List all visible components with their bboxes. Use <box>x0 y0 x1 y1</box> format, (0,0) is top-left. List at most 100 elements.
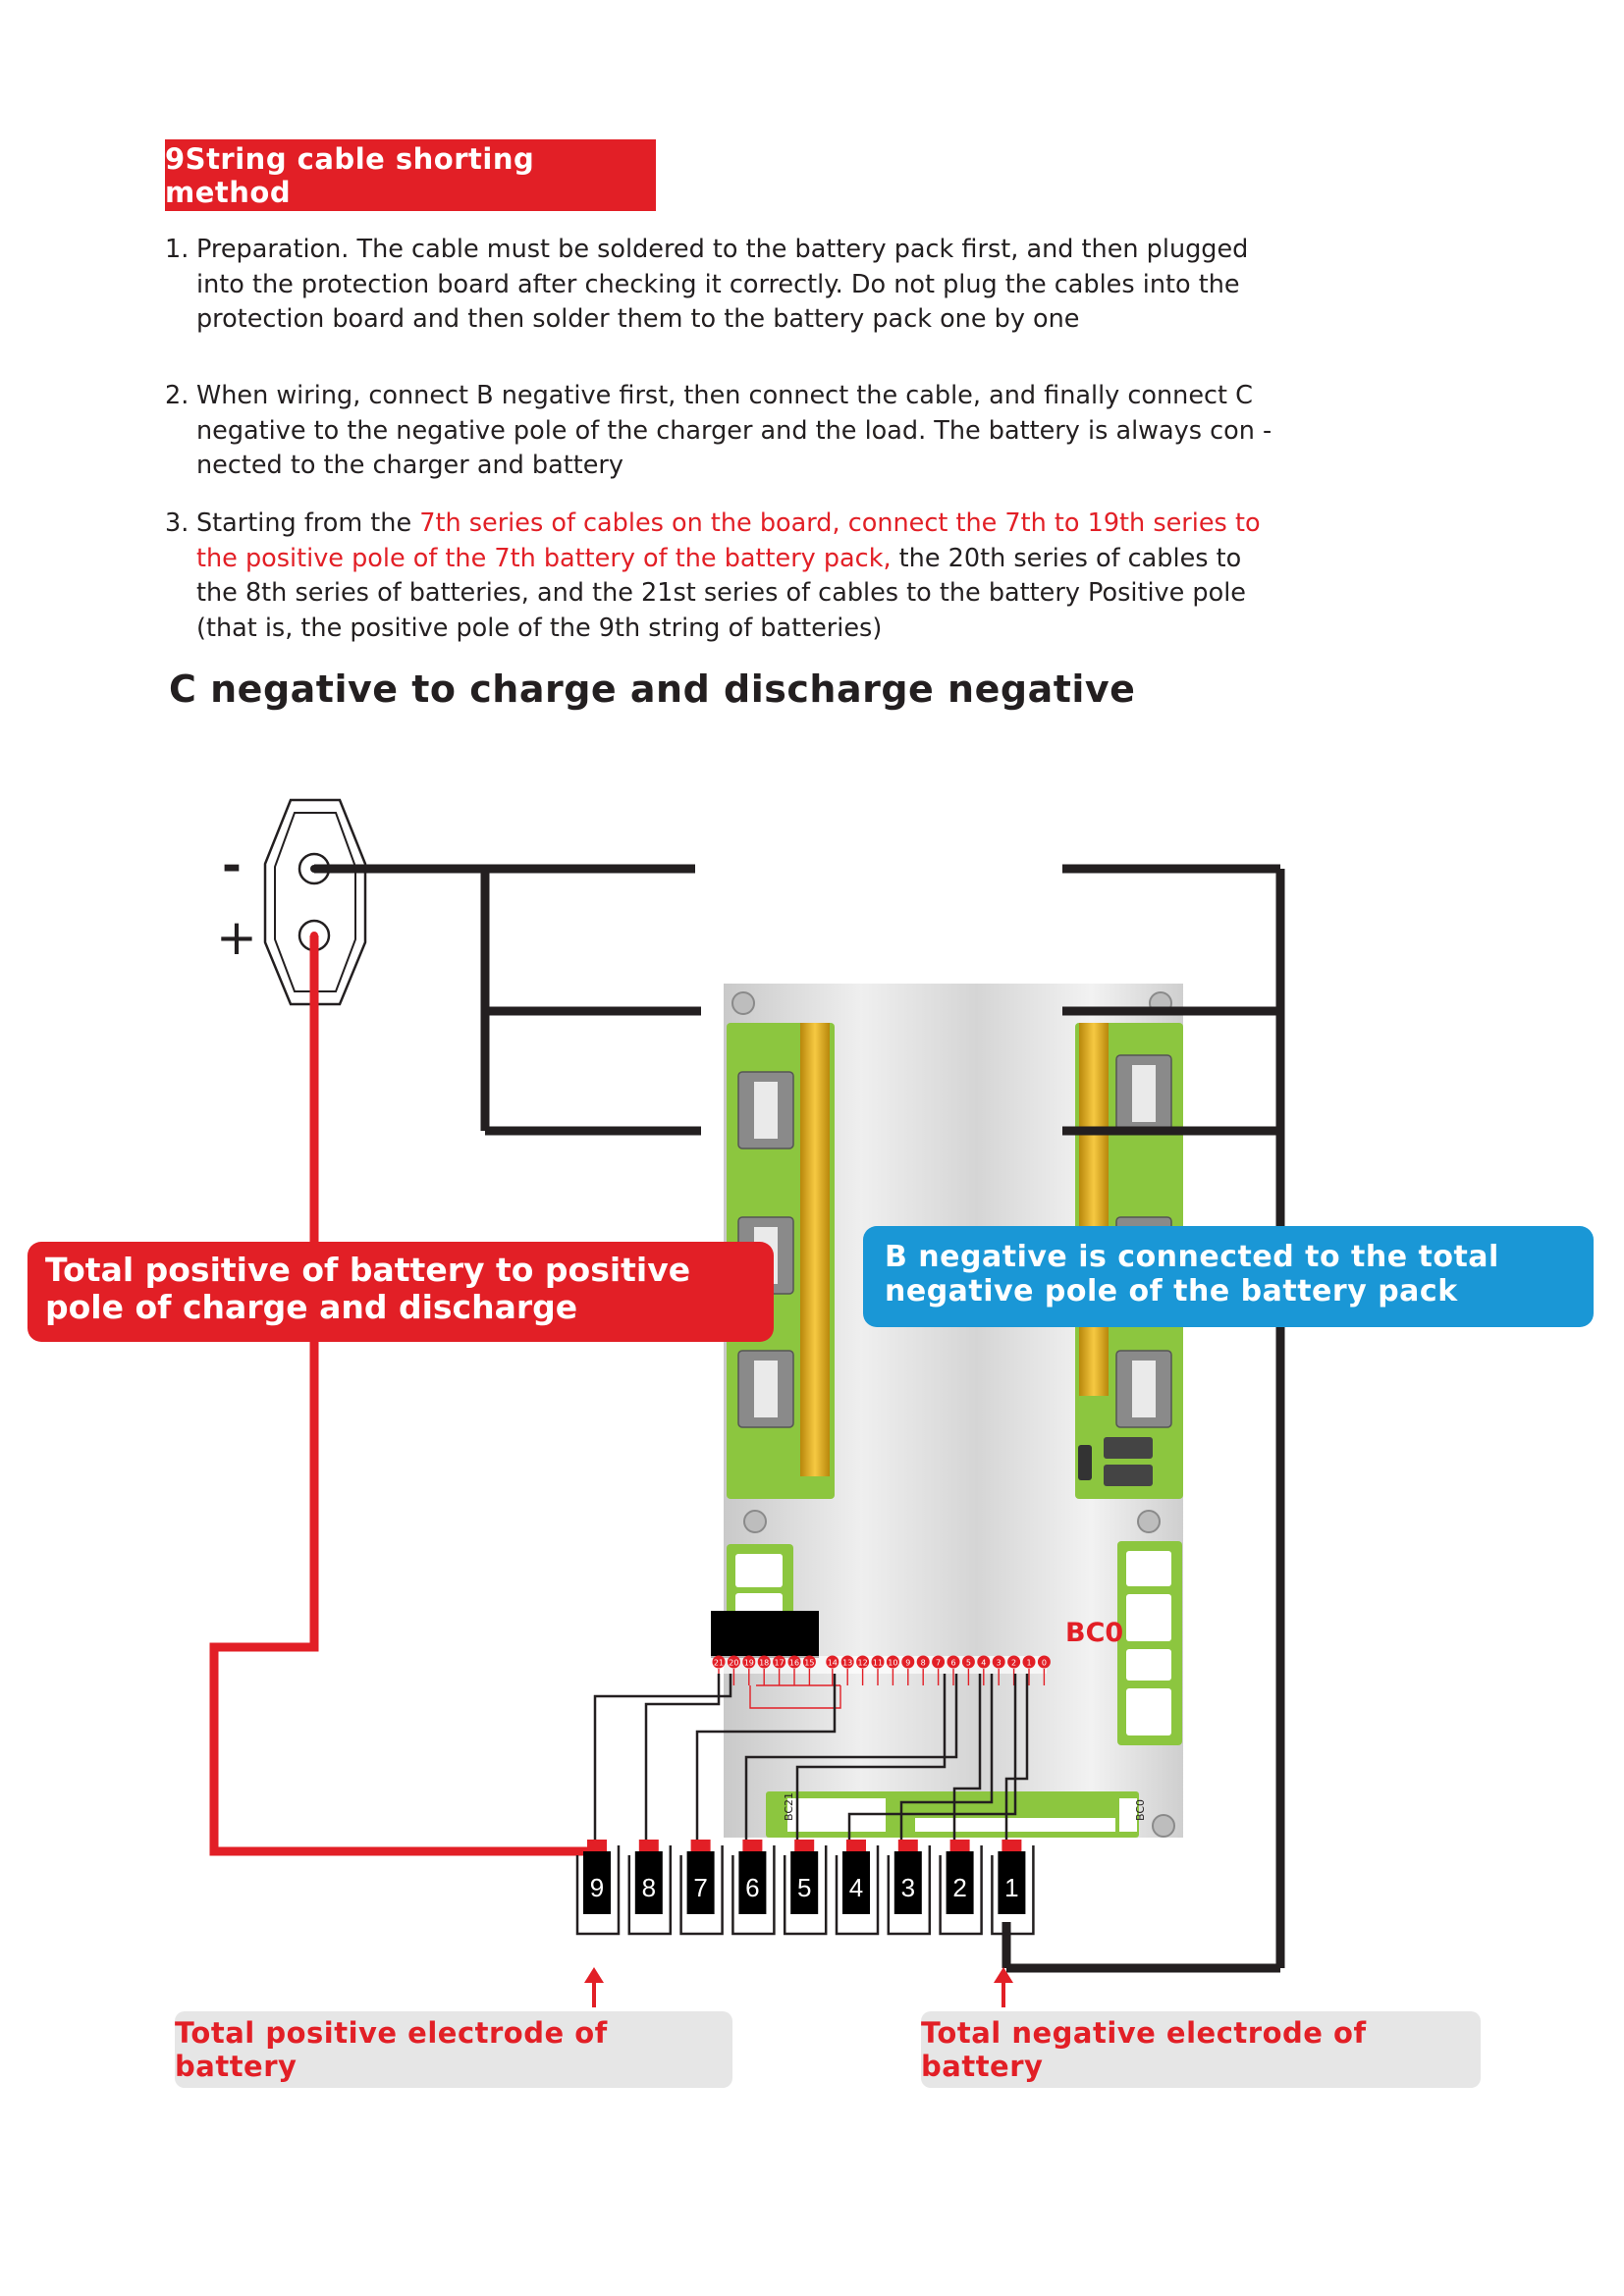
plus-sign: + <box>216 909 257 966</box>
battery-terminal-number: 8 <box>641 1873 657 1902</box>
pin-label: 0 <box>1042 1659 1047 1668</box>
pin-marker <box>826 1655 839 1669</box>
pin-label: 14 <box>828 1659 838 1668</box>
step-number: 2. <box>165 381 189 410</box>
battery-terminal-number: 3 <box>900 1873 916 1902</box>
step-text-pre: Starting from the <box>196 508 420 538</box>
pin-marker <box>871 1655 885 1669</box>
battery-terminal <box>738 1851 767 1914</box>
terminal-loop <box>887 1845 932 1936</box>
terminal-loop <box>575 1845 621 1936</box>
pin-label: 17 <box>775 1659 785 1668</box>
battery-terminal <box>842 1851 870 1914</box>
battery-terminal-number: 2 <box>952 1873 967 1902</box>
bc21-mark: BC21 <box>783 1792 795 1821</box>
pin-label: 8 <box>921 1659 926 1668</box>
battery-terminal <box>946 1851 974 1914</box>
pin-label: 19 <box>744 1659 754 1668</box>
pin-label: 16 <box>789 1659 799 1668</box>
terminal-loops <box>575 1845 1035 1936</box>
pin-marker <box>773 1655 786 1669</box>
pin-label: 13 <box>842 1659 852 1668</box>
pin-marker <box>947 1655 960 1669</box>
terminal-loop <box>835 1845 880 1936</box>
step-2: 2. When wiring, connect B negative first… <box>165 379 1274 484</box>
terminal-loop <box>991 1845 1035 1936</box>
pin-marker <box>802 1655 816 1669</box>
pin-marker <box>932 1655 946 1669</box>
step-text: When wiring, connect B negative first, t… <box>196 381 1272 480</box>
pin-marker <box>712 1655 726 1669</box>
battery-terminal <box>583 1851 611 1914</box>
terminal-tab <box>587 1840 607 1851</box>
total-positive-wire <box>209 935 595 1856</box>
terminal-loop <box>939 1845 983 1936</box>
pin-label: 7 <box>936 1659 941 1668</box>
step-1: 1. Preparation. The cable must be solder… <box>165 233 1274 338</box>
pin-marker <box>1007 1655 1021 1669</box>
pin-label: 10 <box>888 1659 897 1668</box>
label-total-positive: Total positive electrode of battery <box>175 2011 732 2088</box>
arrow-up-icon <box>584 1967 604 1983</box>
pin-label: 9 <box>905 1659 910 1668</box>
terminal-loop <box>679 1845 724 1936</box>
pin-marker <box>916 1655 930 1669</box>
step-text: Preparation. The cable must be soldered … <box>196 235 1249 334</box>
terminal-loop <box>783 1845 828 1936</box>
step-number: 3. <box>165 508 189 538</box>
step-number: 1. <box>165 235 189 264</box>
arrow-up-icon <box>994 1967 1013 1983</box>
battery-terminal-number: 5 <box>796 1873 812 1902</box>
pin-marker <box>856 1655 870 1669</box>
pin-marker <box>742 1655 756 1669</box>
terminal-tab <box>897 1840 918 1851</box>
terminal-loop <box>627 1845 673 1936</box>
battery-terminal-number: 9 <box>589 1873 605 1902</box>
battery-terminal <box>998 1851 1026 1914</box>
pin-label: 5 <box>966 1659 971 1668</box>
terminal-tab <box>949 1840 970 1851</box>
pin-label: 2 <box>1011 1659 1016 1668</box>
pin-label: 1 <box>1026 1659 1031 1668</box>
pin-bus <box>749 1684 841 1709</box>
pin-marker <box>727 1655 740 1669</box>
pin-label: 15 <box>804 1659 814 1668</box>
battery-terminal-number: 6 <box>745 1873 760 1902</box>
battery-sense-wires <box>593 1674 1029 1845</box>
battery-terminal <box>790 1851 819 1914</box>
pin-marker <box>787 1655 801 1669</box>
battery-terminal <box>893 1851 922 1914</box>
battery-terminal-number: 1 <box>1004 1873 1019 1902</box>
pin-label: 18 <box>759 1659 769 1668</box>
pin-marker <box>961 1655 975 1669</box>
pin-label: 20 <box>729 1659 738 1668</box>
pin-marker <box>840 1655 854 1669</box>
terminal-tab <box>742 1840 763 1851</box>
step-text-highlight: 7th series of cables on the board, conne… <box>196 508 1261 573</box>
step-text-post: the 20th series of cables to the 8th ser… <box>196 543 1246 643</box>
callout-total-positive: Total positive of battery to positive po… <box>27 1242 774 1342</box>
pin-marker <box>757 1655 771 1669</box>
pin-marker <box>901 1655 915 1669</box>
label-total-negative: Total negative electrode of battery <box>921 2011 1481 2088</box>
pin-label: 12 <box>858 1659 868 1668</box>
step-text: Starting from the 7th series of cables o… <box>165 507 1274 646</box>
terminal-loop <box>731 1845 776 1936</box>
pin-label: 21 <box>714 1659 724 1668</box>
pin-label: 4 <box>981 1659 986 1668</box>
terminal-tab <box>794 1840 815 1851</box>
battery-terminal-number: 4 <box>848 1873 864 1902</box>
bc0-label: BC0 <box>1065 1618 1124 1648</box>
protection-board <box>711 984 1183 1838</box>
terminal-tab <box>1001 1840 1022 1851</box>
minus-sign: - <box>222 838 242 893</box>
b-negative-wires <box>1001 864 1285 1973</box>
step-3: 3. Starting from the 7th series of cable… <box>165 507 1274 646</box>
bc0-mark: BC0 <box>1134 1799 1147 1821</box>
charger-connector <box>263 798 367 1006</box>
pin-label: 6 <box>950 1659 955 1668</box>
pin-label: 3 <box>997 1659 1001 1668</box>
terminal-tab <box>846 1840 866 1851</box>
section-title: 9String cable shorting method <box>165 141 535 209</box>
